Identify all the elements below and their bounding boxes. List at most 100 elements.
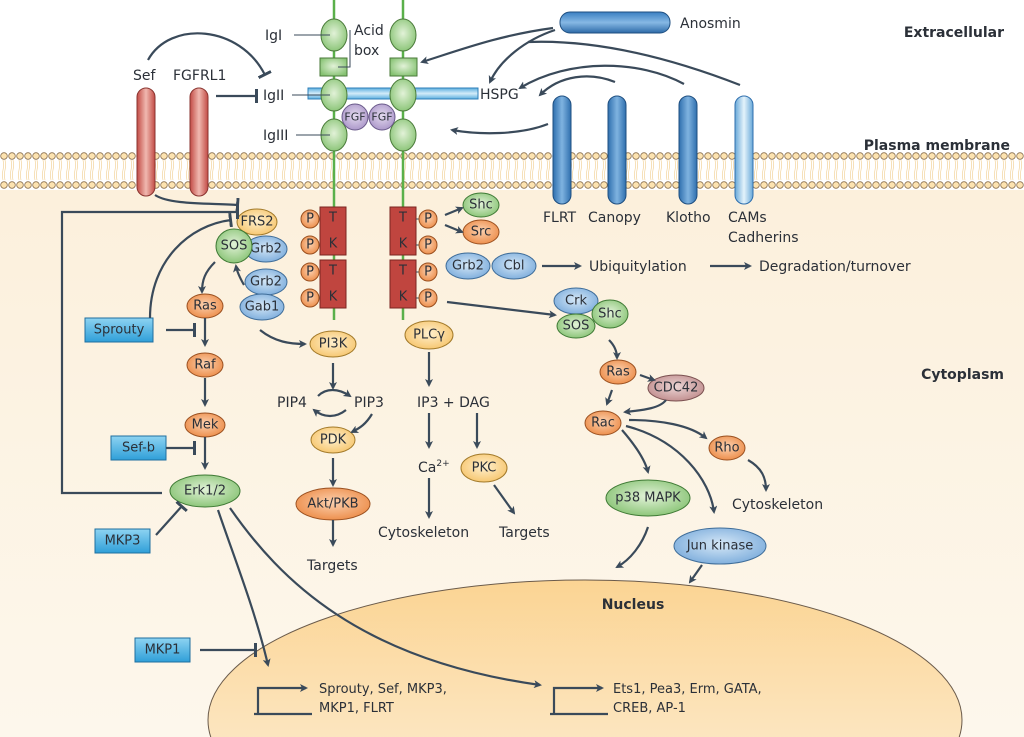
anosmin-to-hspg bbox=[488, 28, 556, 84]
pkc-to-targets bbox=[493, 484, 516, 515]
inhibitor-sef-b: Sef-b bbox=[110, 435, 167, 461]
phospho-group: P bbox=[416, 235, 438, 255]
svg-text:FGF: FGF bbox=[371, 111, 392, 124]
svg-text:FGF: FGF bbox=[344, 111, 365, 124]
inhibitor-sef-b-box bbox=[110, 435, 167, 461]
label-igIII: IgIII bbox=[263, 128, 288, 144]
node-rho: Rho bbox=[708, 435, 746, 461]
igIII-domain-right bbox=[389, 118, 417, 152]
node-rho-label: Rho bbox=[714, 441, 739, 456]
node-cbl-label: Cbl bbox=[504, 259, 525, 274]
klotho-to-hspg bbox=[518, 64, 685, 90]
signaling-nodes: FRS2Grb2SOSGrb2Gab1RasRafMekErk1/2PI3KPD… bbox=[84, 192, 767, 663]
erk-feedback-inhibits-frs2 bbox=[60, 205, 239, 495]
sef-transmembrane bbox=[136, 87, 156, 197]
node-src: Src bbox=[462, 219, 500, 245]
inhibitor-sef-b-label: Sef-b bbox=[122, 441, 155, 456]
phospho-group: P bbox=[416, 209, 438, 229]
node-sos: SOS bbox=[215, 228, 253, 264]
rac-to-jnk bbox=[625, 424, 718, 514]
node-grb2-a: Grb2 bbox=[244, 235, 288, 263]
rac-to-p38 bbox=[621, 429, 651, 474]
sef-inhibits-receptor bbox=[147, 32, 272, 80]
node-cdc42-shape bbox=[647, 374, 705, 402]
node-ras-right-label: Ras bbox=[606, 365, 630, 380]
phospho-group: P bbox=[300, 288, 320, 308]
inhibitor-mkp1-box bbox=[134, 637, 191, 663]
node-sos-shape bbox=[215, 228, 253, 264]
node-erk-shape bbox=[169, 474, 241, 508]
label-cams: CAMs bbox=[728, 210, 767, 226]
node-shc: Shc bbox=[462, 192, 500, 218]
node-crk: Crk bbox=[553, 287, 599, 315]
node-mek: Mek bbox=[184, 412, 226, 438]
node-grb2-right-shape bbox=[445, 252, 491, 280]
node-rac-shape bbox=[584, 410, 622, 436]
label-ip3-dag: IP3 + DAG bbox=[417, 395, 490, 411]
label-ca: Ca2+ bbox=[418, 459, 450, 476]
plasma-membrane bbox=[0, 152, 1024, 190]
node-gab1-label: Gab1 bbox=[245, 300, 280, 315]
sprouty-inhibits-frs2 bbox=[148, 212, 233, 319]
label-extracellular: Extracellular bbox=[904, 25, 1004, 41]
label-cytoplasm: Cytoplasm bbox=[921, 367, 1004, 383]
label-pip4: PIP4 bbox=[277, 395, 307, 411]
label-plc-targets: Targets bbox=[498, 525, 550, 541]
node-erk-label: Erk1/2 bbox=[184, 484, 226, 499]
node-crk-label: Crk bbox=[565, 294, 587, 309]
node-ras-right: Ras bbox=[599, 359, 637, 385]
pip4-to-pip3 bbox=[317, 388, 352, 398]
node-ras-left: Ras bbox=[186, 293, 224, 319]
node-rho-shape bbox=[708, 435, 746, 461]
svg-text:T: T bbox=[328, 211, 337, 226]
igI-domain-right bbox=[389, 18, 417, 52]
label-anosmin: Anosmin bbox=[680, 16, 741, 32]
svg-text:T: T bbox=[398, 264, 407, 279]
node-shc-right-shape bbox=[591, 299, 629, 329]
p-to-shc bbox=[444, 206, 464, 217]
cams-transmembrane bbox=[734, 95, 754, 205]
label-ubiquitylation: Ubiquitylation bbox=[589, 259, 687, 275]
svg-text:P: P bbox=[424, 265, 432, 280]
sef-inhibits-frs2 bbox=[154, 194, 240, 213]
node-frs2: FRS2 bbox=[236, 208, 278, 236]
svg-text:P: P bbox=[424, 238, 432, 253]
p-to-crk-complex bbox=[446, 300, 557, 319]
genes-right-line1: Ets1, Pea3, Erm, GATA, bbox=[613, 682, 762, 697]
node-shc-right-label: Shc bbox=[598, 307, 622, 322]
node-plc: PLCγ bbox=[404, 320, 454, 350]
genes-left-line1: Sprouty, Sef, MKP3, bbox=[319, 682, 447, 697]
node-pdk-label: PDK bbox=[320, 433, 347, 448]
node-ras-right-shape bbox=[599, 359, 637, 385]
node-frs2-label: FRS2 bbox=[240, 215, 273, 230]
node-jnk-label: Jun kinase bbox=[686, 539, 754, 554]
kinase-domain-left: T K T K bbox=[319, 206, 347, 309]
svg-text:P: P bbox=[306, 238, 314, 253]
label-rho-cytoskeleton: Cytoskeleton bbox=[732, 497, 823, 513]
node-p38-label: p38 MAPK bbox=[615, 491, 681, 506]
fgf-ligand-right: FGF bbox=[368, 103, 396, 131]
node-src-label: Src bbox=[471, 225, 491, 240]
node-pi3k-label: PI3K bbox=[319, 337, 348, 352]
cams-to-hspg bbox=[527, 40, 741, 87]
ras-to-cdc42 bbox=[639, 373, 656, 382]
node-akt-label: Akt/PKB bbox=[307, 497, 358, 512]
inhibitor-mkp3-box bbox=[94, 528, 151, 554]
node-cbl-shape bbox=[491, 252, 537, 280]
label-sef: Sef bbox=[133, 68, 157, 84]
pip3-to-pip4 bbox=[312, 408, 347, 418]
node-sos-label: SOS bbox=[221, 239, 248, 254]
phospho-group: P bbox=[300, 235, 320, 255]
sos-to-ras-right bbox=[608, 339, 621, 360]
node-ras-left-label: Ras bbox=[193, 299, 217, 314]
cdc42-to-rac bbox=[623, 399, 667, 416]
erk-to-nucleus-right bbox=[229, 507, 542, 689]
node-plc-shape bbox=[404, 320, 454, 350]
p-to-src bbox=[444, 223, 464, 234]
kinase-domain-right: T K T K bbox=[389, 206, 417, 309]
label-plasma-membrane: Plasma membrane bbox=[864, 138, 1010, 154]
node-akt: Akt/PKB bbox=[295, 487, 371, 521]
label-igII: IgII bbox=[263, 88, 284, 104]
